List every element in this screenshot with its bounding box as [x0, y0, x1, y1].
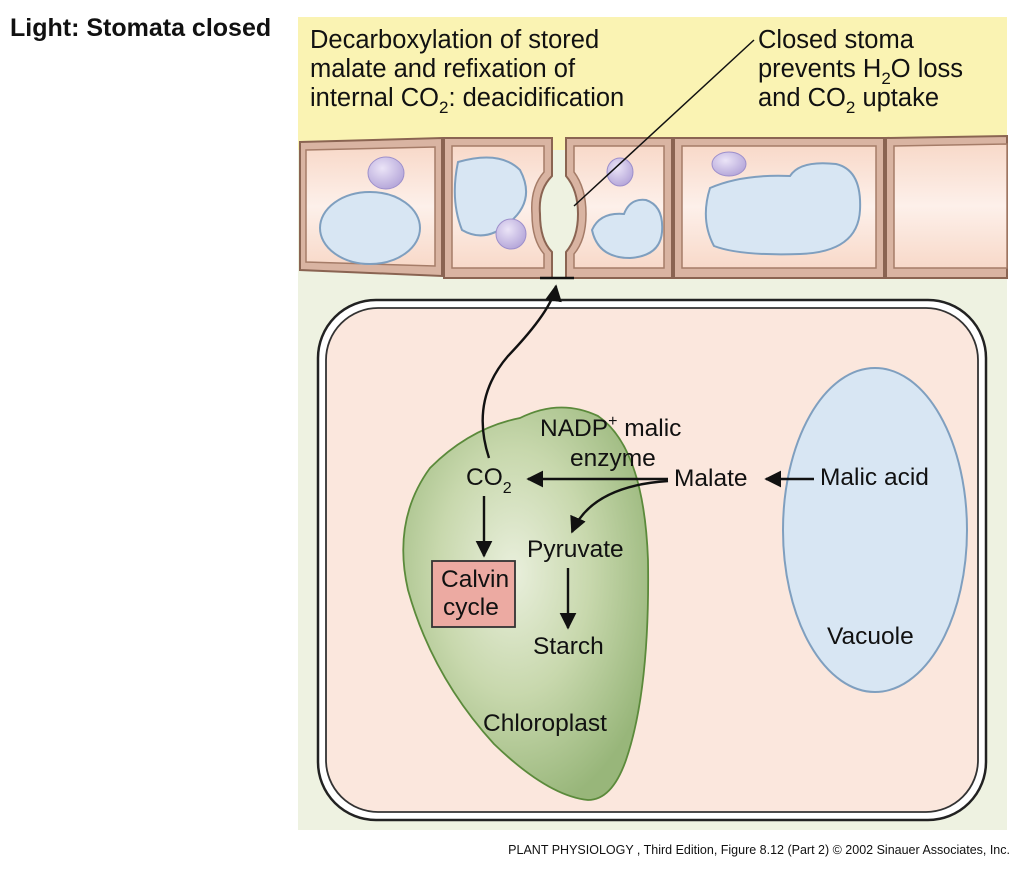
organelle — [495, 218, 527, 250]
calvin-cycle-box — [431, 560, 516, 628]
epidermal-vacuole — [704, 162, 862, 256]
figure-credit: PLANT PHYSIOLOGY , Third Edition, Figure… — [508, 843, 1010, 857]
pathway-labels: NADP+ malic enzyme CO2 Malate Malic acid… — [441, 413, 929, 737]
decarb-line-1: Decarboxylation of stored — [310, 26, 599, 54]
chloroplast — [402, 406, 650, 801]
decarb-line-3: internal CO2: deacidification — [310, 84, 624, 117]
malic-acid-label: Malic acid — [820, 464, 929, 491]
calvin-label-line-2: cycle — [443, 594, 499, 621]
epidermal-vacuole — [590, 198, 664, 260]
decarboxylation-callout: Decarboxylation of stored malate and ref… — [310, 26, 624, 117]
organelle — [606, 157, 634, 187]
vacuole-label: Vacuole — [827, 623, 914, 650]
chloroplast-label: Chloroplast — [483, 710, 607, 737]
figure-heading: Light: Stomata closed — [10, 14, 272, 42]
stoma-line-1: Closed stoma — [758, 26, 915, 54]
organelle — [711, 151, 747, 177]
stoma-callout-line — [573, 39, 755, 207]
enzyme-label-line-2: enzyme — [570, 445, 656, 472]
co2-label: CO2 — [466, 464, 512, 497]
closed-stoma-callout: Closed stoma prevents H2O loss and CO2 u… — [758, 26, 963, 117]
pyruvate-label: Pyruvate — [527, 536, 624, 563]
starch-label: Starch — [533, 633, 604, 660]
epidermal-vacuole — [319, 191, 421, 265]
epidermis-layer — [299, 134, 1008, 279]
malate-label: Malate — [674, 465, 748, 492]
organelle — [367, 156, 405, 190]
decarb-line-2: malate and refixation of — [310, 55, 576, 83]
arrow-malate-to-pyruvate — [570, 479, 669, 534]
vacuole — [782, 367, 968, 693]
enzyme-label-line-1: NADP+ malic — [540, 413, 681, 442]
stoma-line-2: prevents H2O loss — [758, 55, 963, 88]
atmosphere-band — [298, 17, 1007, 150]
stoma-line-3: and CO2 uptake — [758, 84, 939, 117]
arrow-co2-to-stoma — [481, 284, 562, 459]
pathway-arrows — [475, 284, 814, 630]
calvin-label-line-1: Calvin — [441, 566, 509, 593]
